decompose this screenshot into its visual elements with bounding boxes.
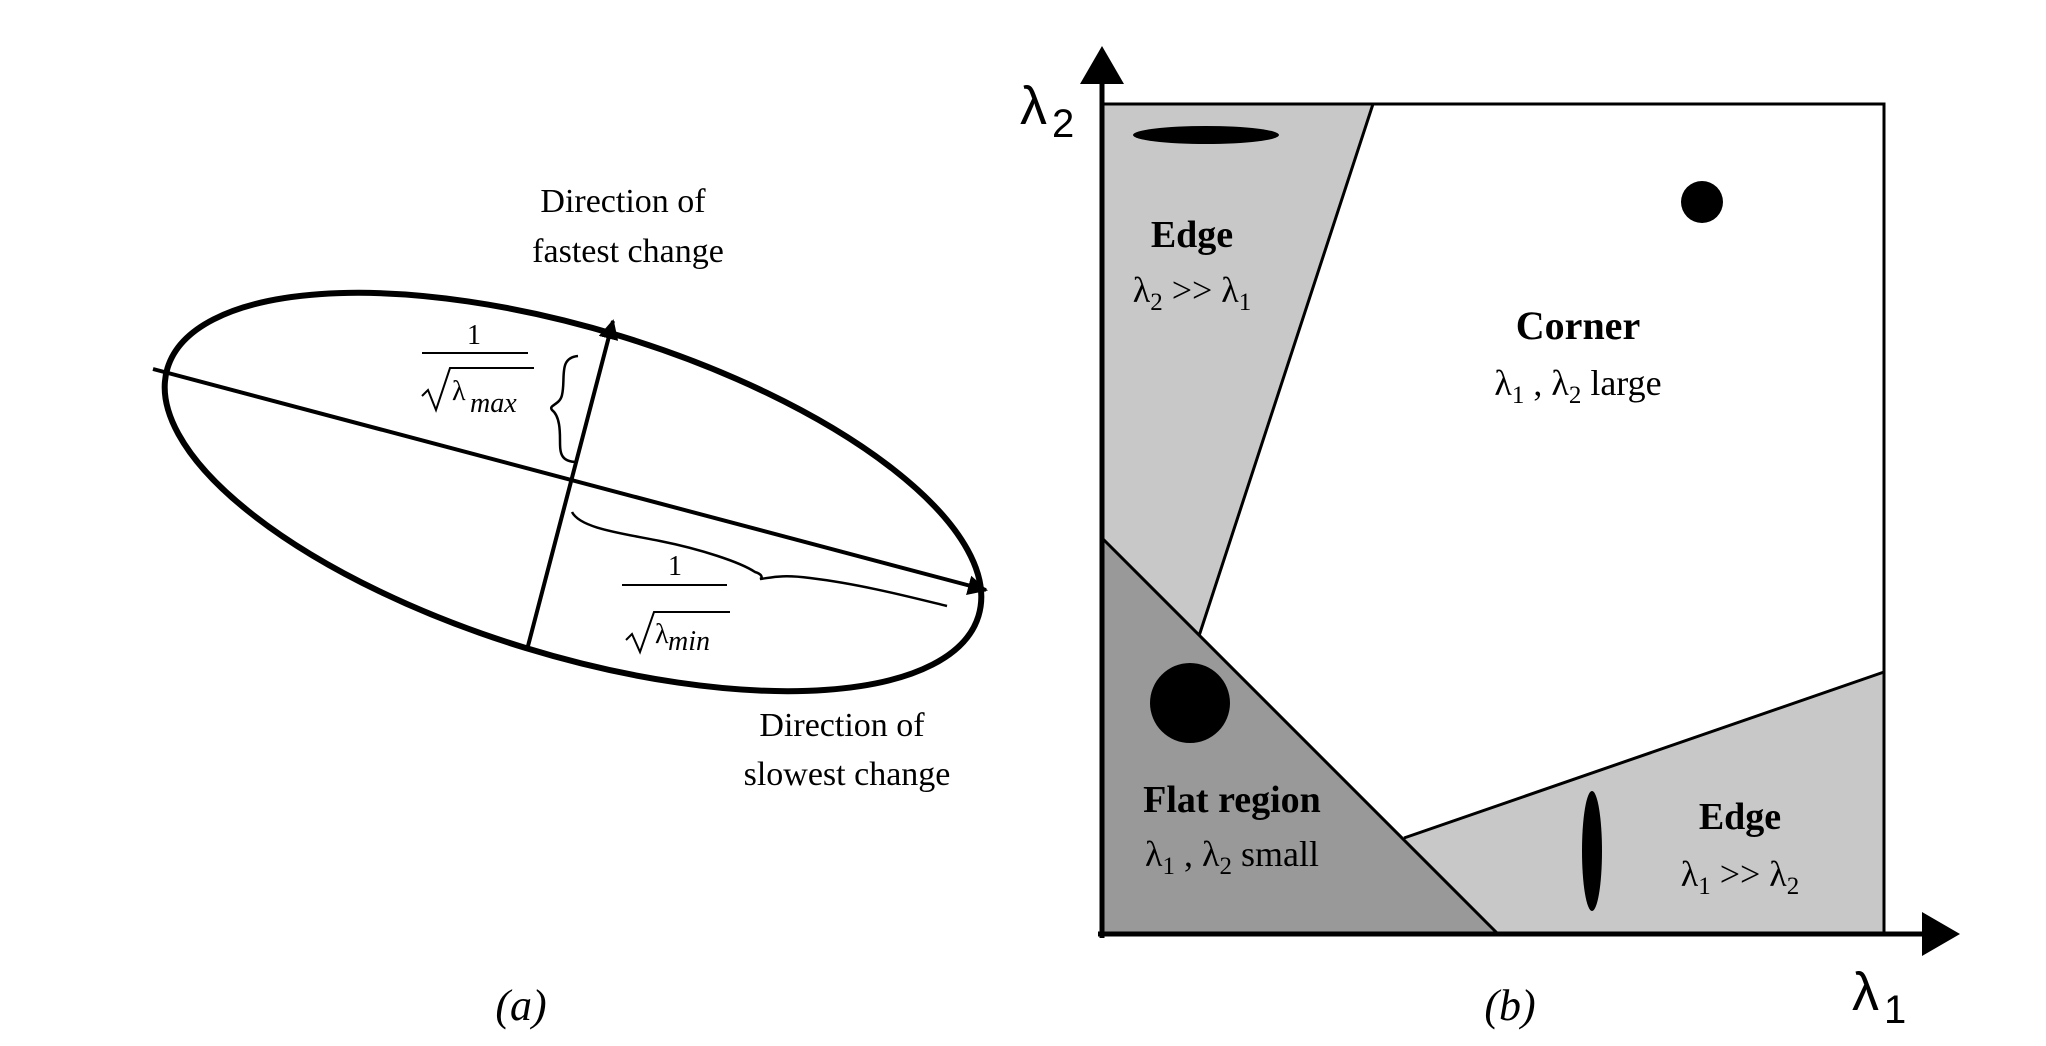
boundary-flat: [1100, 536, 1500, 936]
caption-a: (a): [495, 981, 546, 1030]
x-axis-arrowhead: [1922, 912, 1960, 956]
edge-left-title: Edge: [1151, 214, 1233, 256]
boundary-left: [1197, 103, 1375, 637]
max-fraction-numerator: 1: [467, 320, 481, 351]
y-axis-arrowhead: [1080, 46, 1124, 84]
edge-right-title: Edge: [1699, 796, 1781, 838]
flat-shape: [1150, 663, 1230, 743]
edge-right-formula: λ1 >> λ2: [1681, 854, 1800, 900]
x-axis-subscript: 1: [1884, 988, 1906, 1032]
edge-left-shape: [1133, 126, 1279, 144]
max-brace: [549, 354, 579, 464]
panel-a: Direction of fastest change 1 λ max 1 λ …: [152, 183, 988, 1030]
panel-b: λ 2 λ 1 Edge λ2 >> λ1 Corner λ1 , λ2 lar…: [1020, 46, 1960, 1032]
min-brace: [570, 511, 948, 608]
ellipse: [161, 289, 985, 695]
slowest-label-line2: slowest change: [744, 756, 951, 793]
max-lambda: λ: [452, 376, 466, 407]
flat-title: Flat region: [1143, 779, 1321, 821]
min-subscript: min: [668, 626, 710, 657]
edge-region-right: [1404, 672, 1884, 934]
slowest-label-line1: Direction of: [759, 707, 925, 744]
plot-frame: [1102, 102, 1886, 934]
corner-formula: λ1 , λ2 large: [1494, 363, 1661, 409]
major-axis-line: [526, 319, 619, 647]
x-axis-symbol: λ: [1852, 962, 1879, 1022]
edge-region-left: [1102, 104, 1373, 636]
edge-left-formula: λ2 >> λ1: [1133, 270, 1252, 316]
corner-shape: [1681, 181, 1723, 223]
fastest-label-line1: Direction of: [540, 183, 706, 220]
corner-title: Corner: [1516, 303, 1640, 348]
edge-right-shape: [1582, 791, 1602, 911]
max-subscript: max: [470, 388, 517, 419]
boundary-right: [1403, 670, 1885, 840]
min-lambda: λ: [655, 619, 669, 650]
max-sqrt-sign: [421, 367, 534, 413]
caption-b: (b): [1484, 981, 1535, 1030]
flat-formula: λ1 , λ2 small: [1145, 834, 1319, 880]
min-sqrt-sign: [625, 611, 730, 655]
min-fraction-numerator: 1: [668, 551, 682, 582]
fastest-label-line2: fastest change: [532, 233, 724, 270]
y-axis-subscript: 2: [1052, 102, 1074, 146]
y-axis-symbol: λ: [1020, 76, 1047, 136]
